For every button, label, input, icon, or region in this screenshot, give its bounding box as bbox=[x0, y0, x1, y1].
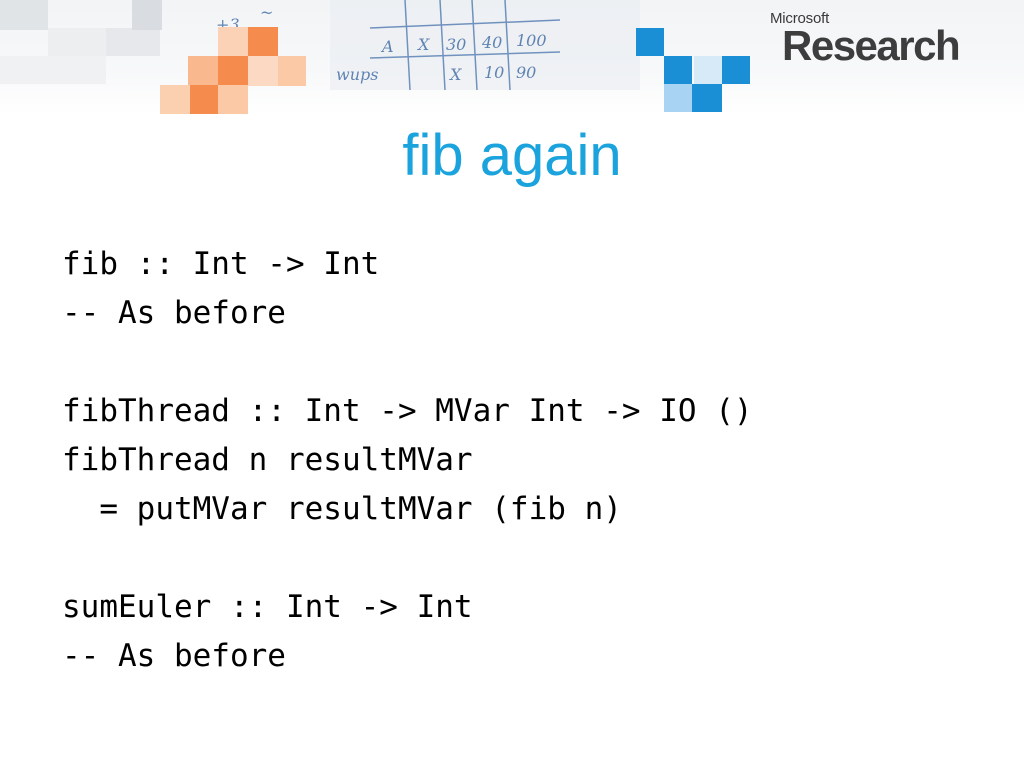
code-line bbox=[62, 534, 753, 583]
code-line: -- As before bbox=[62, 638, 286, 674]
svg-text:90: 90 bbox=[516, 63, 536, 82]
svg-text:100: 100 bbox=[516, 31, 547, 50]
svg-text:10: 10 bbox=[484, 63, 504, 82]
header-banner: A X 30 40 100 X 10 90 wups +3 ~ bbox=[0, 0, 1024, 115]
code-block: fib :: Int -> Int-- As before fibThread … bbox=[62, 240, 753, 681]
logo-company: Microsoft bbox=[770, 10, 830, 27]
code-line: sumEuler :: Int -> Int bbox=[62, 589, 473, 625]
code-line: -- As before bbox=[62, 295, 286, 331]
slide-title: fib again bbox=[402, 123, 622, 188]
svg-text:30: 30 bbox=[446, 35, 466, 54]
decorative-banner-graphic: A X 30 40 100 X 10 90 wups +3 ~ bbox=[0, 0, 750, 114]
logo-division: Research bbox=[782, 22, 961, 69]
svg-text:A: A bbox=[380, 37, 394, 56]
svg-text:X: X bbox=[448, 65, 462, 84]
svg-text:40: 40 bbox=[481, 33, 502, 52]
code-line bbox=[62, 338, 753, 387]
svg-text:X: X bbox=[416, 35, 430, 54]
svg-text:wups: wups bbox=[336, 65, 378, 84]
svg-text:~: ~ bbox=[260, 3, 273, 22]
code-line: fib :: Int -> Int bbox=[62, 246, 380, 282]
code-line: fibThread :: Int -> MVar Int -> IO () bbox=[62, 393, 753, 429]
code-line: fibThread n resultMVar bbox=[62, 442, 473, 478]
code-line: = putMVar resultMVar (fib n) bbox=[62, 491, 622, 527]
